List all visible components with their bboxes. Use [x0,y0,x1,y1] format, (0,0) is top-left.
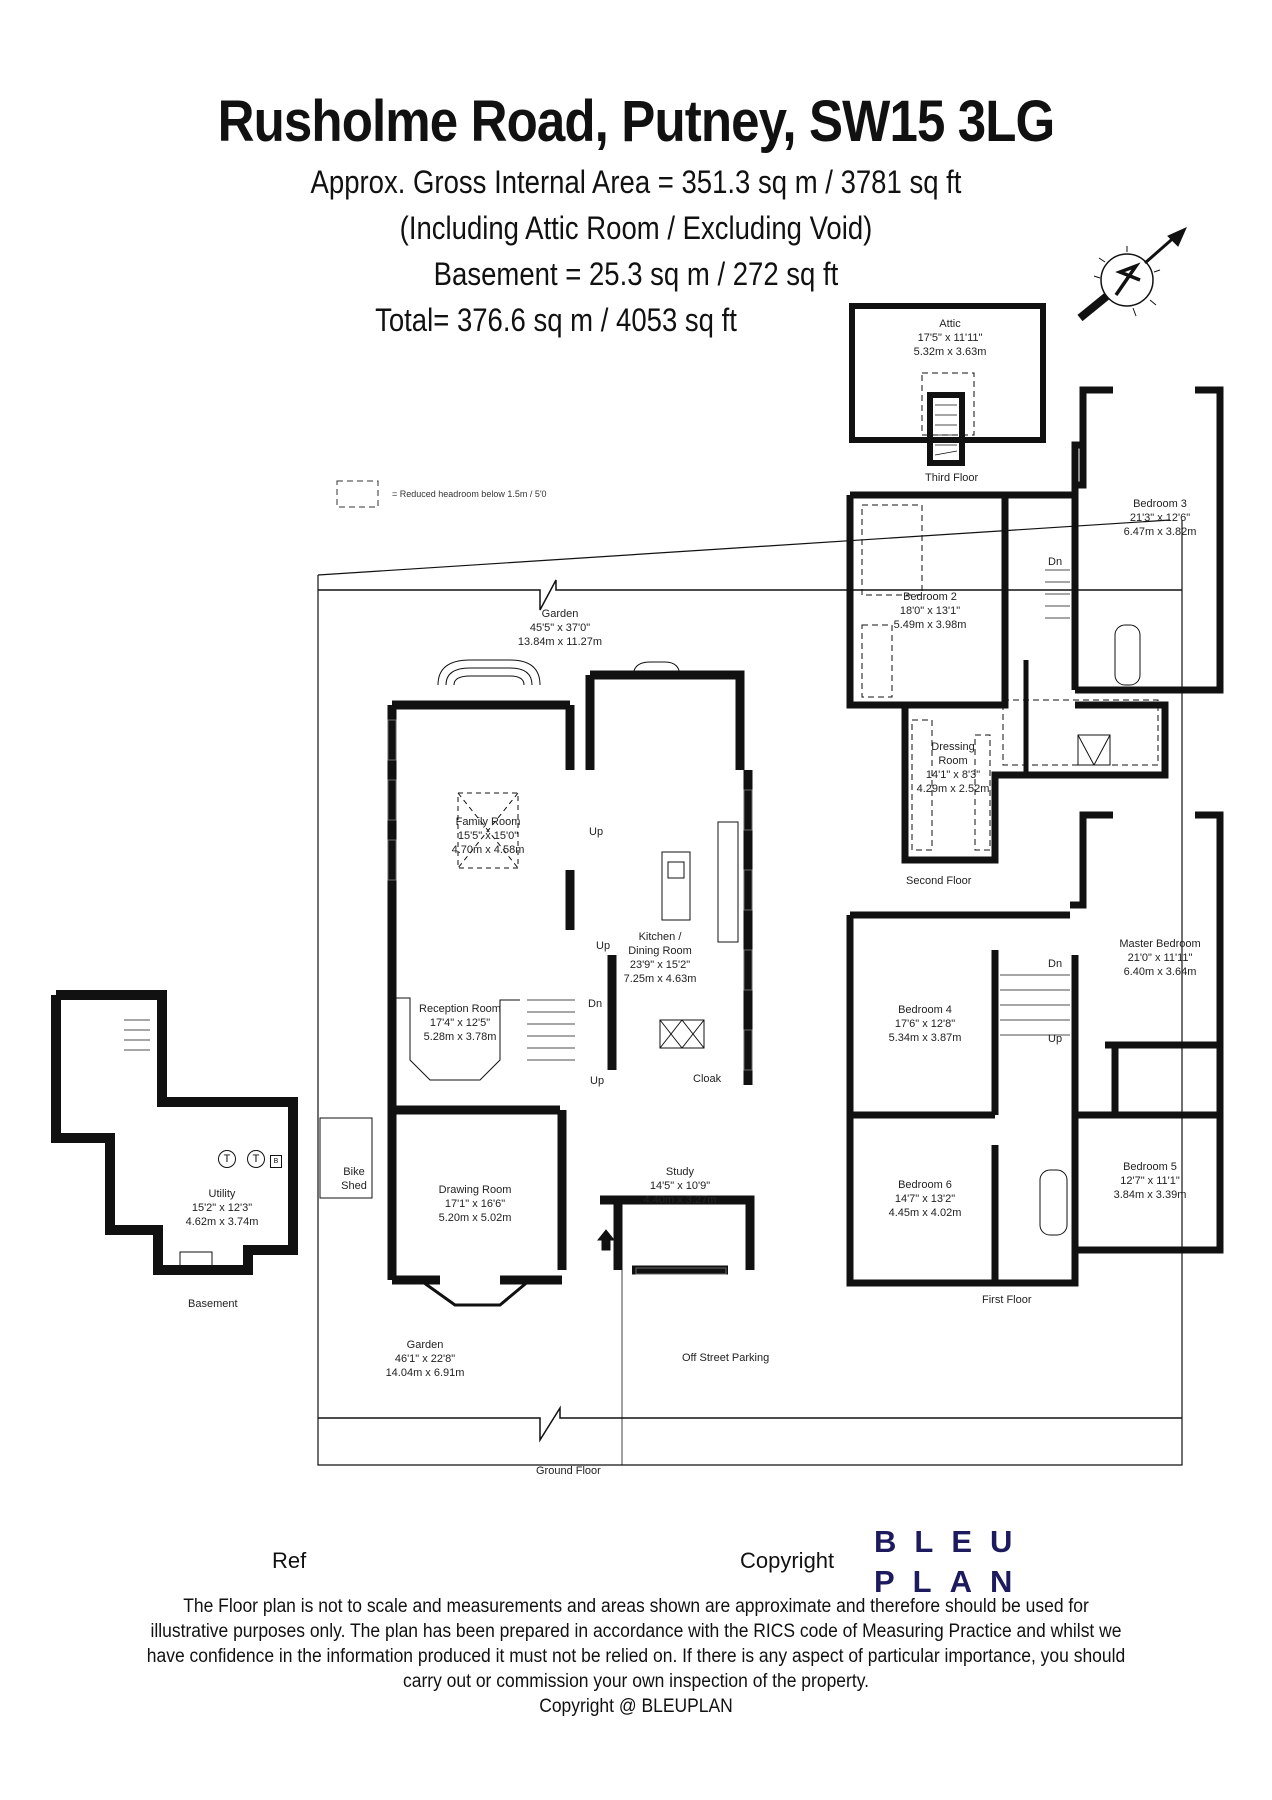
room-bedroom-6: Bedroom 6 14'7" x 13'2" 4.45m x 4.02m [888,1179,962,1219]
label-third-floor: Third Floor [925,472,979,484]
room-study: Study 14'5" x 10'9" 4.40m x 3.27m [643,1166,717,1206]
label-off-street-parking: Off Street Parking [682,1352,770,1364]
stair-up-first: Up [1048,1033,1063,1045]
room-bedroom-4: Bedroom 4 17'6" x 12'8" 5.34m x 3.87m [888,1004,962,1044]
room-master-bedroom: Master Bedroom 21'0" x 11'11" 6.40m x 3.… [1119,938,1201,978]
room-bedroom-3: Bedroom 3 21'3" x 12'6" 6.47m x 3.82m [1123,498,1197,538]
stair-up-1: Up [589,826,604,838]
basement-area: Basement = 25.3 sq m / 272 sq ft [433,256,839,292]
bleuplan-logo: BLEU PLAN [874,1524,1031,1599]
boiler-icon: B [270,1155,282,1168]
disclaimer: The Floor plan is not to scale and measu… [51,1594,1221,1719]
label-ground-floor: Ground Floor [536,1465,601,1477]
room-bike-shed: Bike Shed [341,1166,367,1192]
water-tank-icon: T [247,1150,265,1168]
room-bedroom-5: Bedroom 5 12'7" x 11'1" 3.84m x 3.39m [1113,1161,1187,1201]
room-drawing-room: Drawing Room 17'1" x 16'6" 5.20m x 5.02m [438,1184,512,1224]
water-tank-icon: T [218,1150,236,1168]
room-reception-room: Reception Room 17'4" x 12'5" 5.28m x 3.7… [419,1003,501,1043]
label-basement: Basement [188,1298,238,1310]
room-family-room: Family Room 15'5" x 15'0" 4.70m x 4.58m [451,816,525,856]
label-first-floor: First Floor [982,1294,1032,1306]
area-note: (Including Attic Room / Excluding Void) [399,210,873,246]
gross-internal-area: Approx. Gross Internal Area = 351.3 sq m… [310,164,962,200]
legend-reduced-headroom: = Reduced headroom below 1.5m / 5'0 [392,489,547,499]
room-attic: Attic 17'5" x 11'11" 5.32m x 3.63m [913,318,987,358]
room-kitchen-dining: Kitchen / Dining Room 23'9" x 15'2" 7.25… [623,931,697,985]
room-dressing-room: Dressing Room 14'1" x 8'3" 4.29m x 2.52m [916,741,990,795]
stair-up-2: Up [596,940,611,952]
room-bedroom-2: Bedroom 2 18'0" x 13'1" 5.49m x 3.98m [893,591,967,631]
ref-label: Ref [272,1548,307,1573]
total-area: Total= 376.6 sq m / 4053 sq ft [375,302,737,338]
copyright-line: Copyright @ BLEUPLAN [539,1696,733,1717]
room-utility: Utility 15'2" x 12'3" 4.62m x 3.74m [185,1188,259,1228]
label-cloak: Cloak [693,1073,722,1085]
copyright-label: Copyright [740,1548,835,1573]
stair-dn-second: Dn [1048,556,1063,568]
north-compass-icon [1077,227,1187,322]
room-rear-garden: Garden 45'5" x 37'0" 13.84m x 11.27m [517,608,603,648]
label-second-floor: Second Floor [906,875,972,887]
stair-dn: Dn [588,998,603,1010]
room-front-garden: Garden 46'1" x 22'8" 14.04m x 6.91m [385,1339,465,1379]
page-title: Rusholme Road, Putney, SW15 3LG [217,89,1056,154]
stair-dn-first: Dn [1048,958,1063,970]
stair-up-3: Up [590,1075,605,1087]
